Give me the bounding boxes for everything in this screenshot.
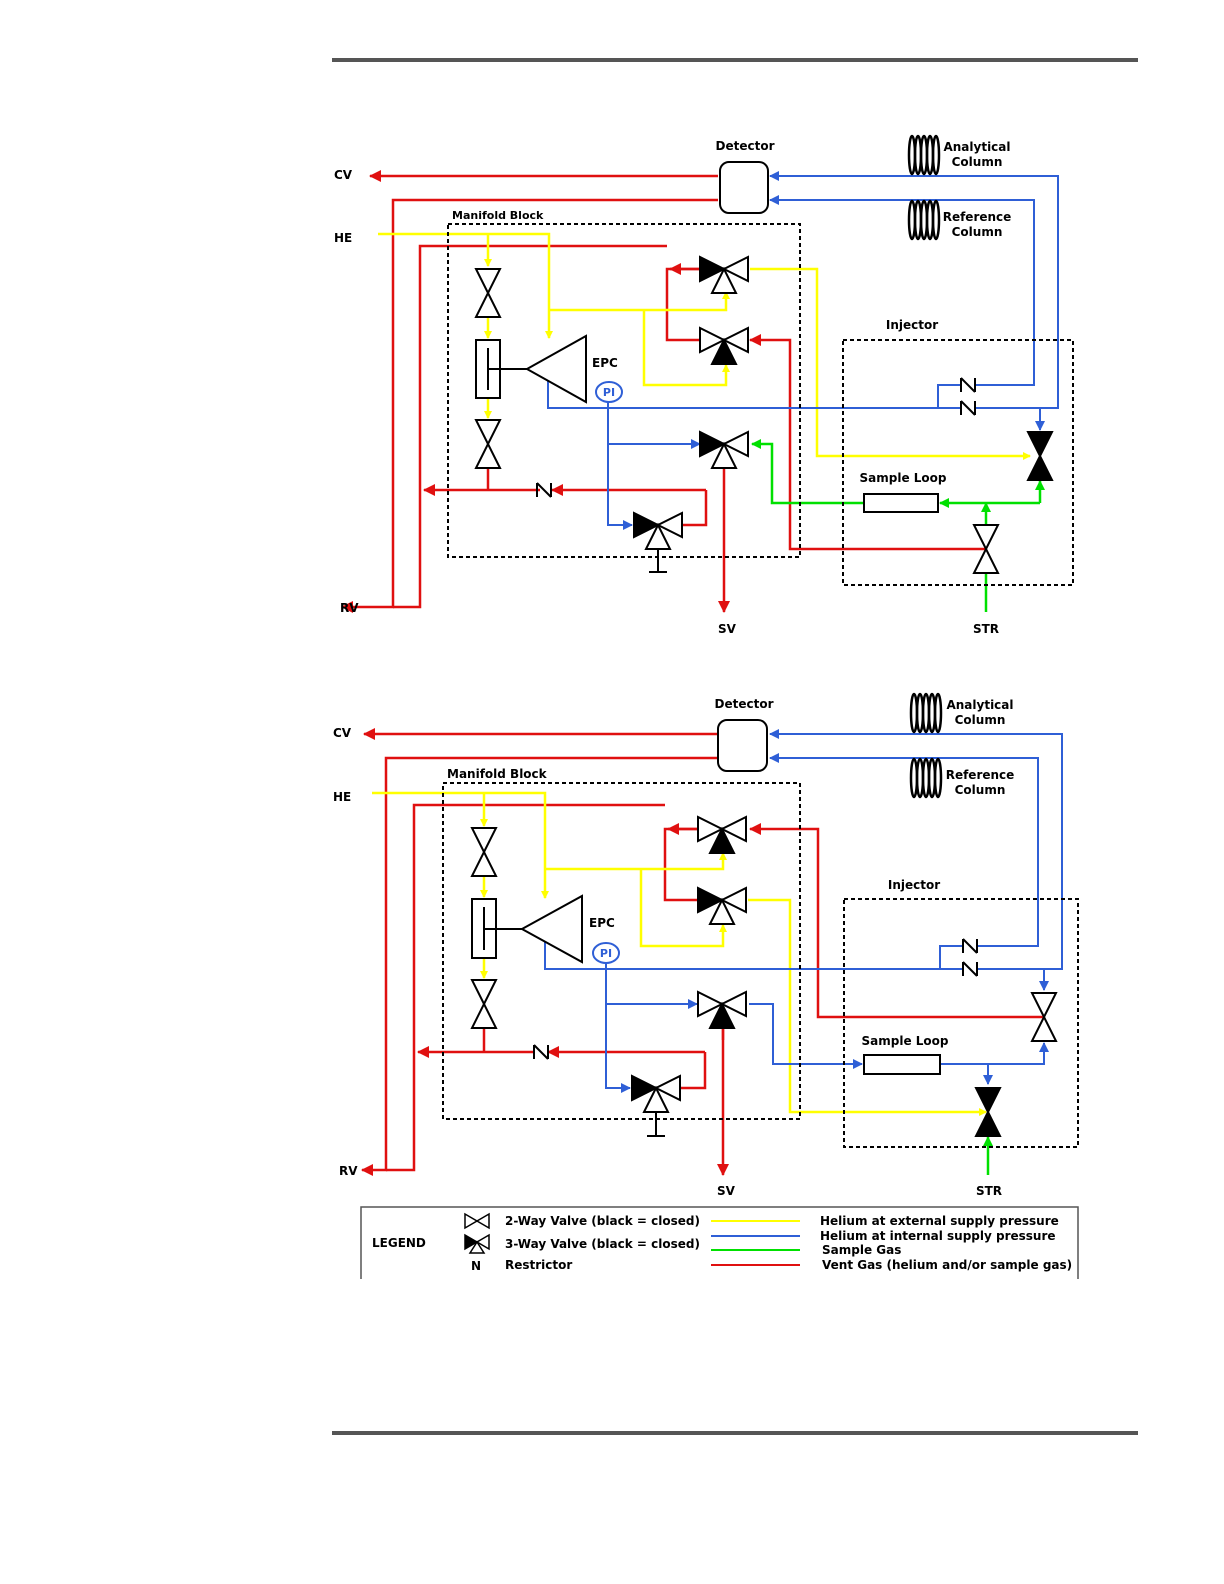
two-way-valve-closed-icon <box>1026 431 1054 481</box>
three-way-valve-icon <box>699 326 749 365</box>
legend-line-text: Sample Gas <box>822 1243 901 1257</box>
str-label: STR <box>976 1184 1002 1198</box>
external-helium-lines <box>372 791 987 1116</box>
three-way-valve-icon <box>631 1074 681 1113</box>
external-helium-lines <box>378 232 1031 460</box>
pi-label: PI <box>600 947 612 960</box>
restrictor-icon <box>962 938 978 954</box>
injector-label: Injector <box>888 878 940 892</box>
manifold-block-boundary <box>442 782 801 1120</box>
he-label: HE <box>333 790 351 804</box>
cv-label: CV <box>333 726 352 740</box>
cv-label: CV <box>334 168 353 182</box>
epc-label: EPC <box>592 356 618 370</box>
two-way-valve-closed-icon <box>974 1087 1002 1137</box>
detector-box <box>719 161 769 214</box>
three-way-valve-icon <box>699 430 749 469</box>
three-way-valve-icon <box>697 815 747 854</box>
three-way-valve-icon <box>697 886 747 925</box>
rv-label: RV <box>340 601 359 615</box>
analytical-column-coil-icon <box>907 134 941 176</box>
pressure-indicator-icon <box>595 381 623 403</box>
manifold-block-label: Manifold Block <box>452 209 544 222</box>
vent-plug-icon <box>647 1112 665 1137</box>
sv-label: SV <box>717 1184 736 1198</box>
reference-column-coil-icon <box>907 199 941 241</box>
epc-label: EPC <box>589 916 615 930</box>
detector-box <box>717 719 768 772</box>
vent-lines <box>361 728 1044 1176</box>
two-way-valve-icon <box>464 1212 490 1230</box>
sample-loop-box <box>863 493 939 513</box>
two-way-valve-icon <box>474 419 502 469</box>
injector-boundary <box>842 339 1074 586</box>
two-way-valve-icon <box>972 524 1000 574</box>
top-rule <box>332 58 1138 62</box>
sample-loop-label: Sample Loop <box>862 1034 949 1048</box>
detector-label: Detector <box>716 139 775 153</box>
epc-regulator-icon <box>519 894 583 964</box>
rv-label: RV <box>339 1164 358 1178</box>
pi-label: PI <box>603 386 615 399</box>
restrictor-icon <box>960 400 976 416</box>
vent-lines <box>341 170 986 613</box>
analytical-column-coil-icon <box>909 692 943 734</box>
internal-helium-lines <box>544 729 1063 1093</box>
legend-symbol-text: 2-Way Valve (black = closed) <box>505 1214 700 1228</box>
restrictor-icon <box>960 377 976 393</box>
epc-regulator-icon <box>524 334 587 404</box>
injector-label: Injector <box>886 318 938 332</box>
three-way-valve-icon <box>464 1233 490 1254</box>
legend-line-text: Helium at internal supply pressure <box>820 1229 1056 1243</box>
sample-gas-lines <box>751 439 1045 612</box>
legend-frame <box>360 1206 1079 1279</box>
two-way-valve-icon <box>470 827 498 877</box>
three-way-valve-icon <box>699 255 749 294</box>
injector-boundary <box>843 898 1079 1148</box>
legend-symbol-text: Restrictor <box>505 1258 572 1272</box>
manifold-block-boundary <box>447 223 801 558</box>
legend-symbol-text: 3-Way Valve (black = closed) <box>505 1237 700 1251</box>
restrictor-icon: N <box>471 1259 481 1273</box>
legend-title: LEGEND <box>372 1236 426 1250</box>
sample-loop-label: Sample Loop <box>860 471 947 485</box>
bottom-rule <box>332 1431 1138 1435</box>
he-label: HE <box>334 231 352 245</box>
two-way-valve-icon <box>474 268 502 318</box>
two-way-valve-icon <box>470 979 498 1029</box>
legend-line-text: Helium at external supply pressure <box>820 1214 1059 1228</box>
legend: LEGEND 2-Way Valve (black = closed) 3-Wa… <box>360 1206 1079 1279</box>
restrictor-icon <box>533 1044 549 1060</box>
sample-loop-box <box>863 1054 941 1075</box>
three-way-valve-icon <box>697 990 747 1029</box>
three-way-valve-icon <box>633 511 683 550</box>
restrictor-icon <box>536 482 552 498</box>
restrictor-icon <box>962 961 978 977</box>
manifold-block-label: Manifold Block <box>447 767 548 781</box>
legend-line-text: Vent Gas (helium and/or sample gas) <box>822 1258 1072 1272</box>
str-label: STR <box>973 622 999 636</box>
detector-label: Detector <box>715 697 774 711</box>
pressure-indicator-icon <box>592 942 620 964</box>
two-way-valve-icon <box>1030 992 1058 1042</box>
reference-column-coil-icon <box>909 757 943 799</box>
internal-helium-lines <box>547 171 1059 530</box>
vent-plug-icon <box>649 549 667 573</box>
sv-label: SV <box>718 622 737 636</box>
